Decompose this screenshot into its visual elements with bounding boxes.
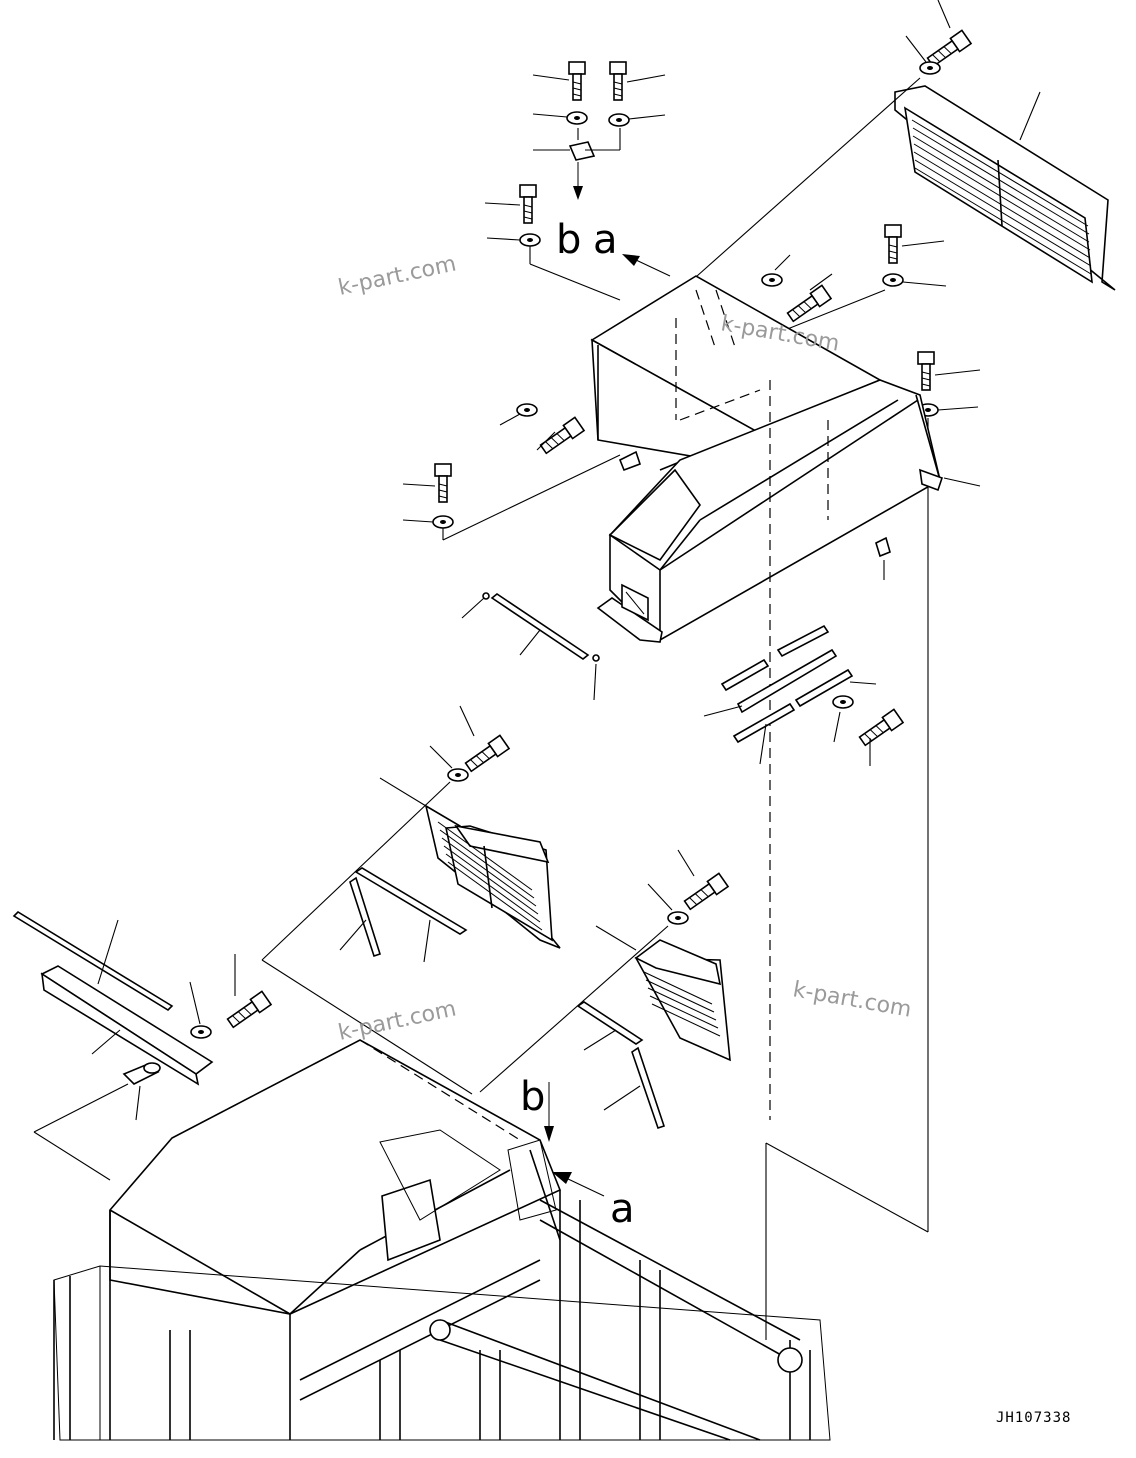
mid-bolt-1 — [785, 273, 833, 325]
lower-right-strips — [576, 1001, 666, 1130]
top-bolt-right — [609, 61, 666, 101]
lower-right-grille — [595, 925, 731, 1062]
seal-strip-long — [461, 592, 600, 701]
left-washer-4 — [189, 981, 212, 1039]
ref-label-a-upper: a — [593, 217, 618, 263]
left-washer-3 — [402, 454, 621, 541]
right-washer-2 — [765, 403, 979, 1340]
middle-washer — [261, 745, 473, 1095]
upper-ref-b-label: b — [556, 217, 581, 263]
strip-bolt — [857, 708, 904, 766]
ref-label-b-lower: b — [520, 1074, 545, 1120]
spacer-collar — [33, 1062, 161, 1181]
left-washer-2 — [499, 403, 538, 426]
lower-ref-b-label: b — [520, 1074, 554, 1142]
angle-bracket-left — [40, 965, 214, 1086]
left-washer-1 — [486, 233, 621, 301]
left-bolt-4 — [225, 954, 272, 1031]
top-bolt-left — [532, 61, 586, 101]
watermark-3: k-part.com — [336, 997, 458, 1046]
rear-grille-upper — [894, 85, 1116, 291]
right-bolt-2 — [917, 351, 981, 391]
strip-washer — [832, 695, 854, 743]
long-seal-left — [12, 910, 174, 1012]
upper-ref-a-label: a — [593, 217, 671, 277]
left-bolt-1 — [484, 184, 537, 224]
top-washer-right — [608, 113, 666, 127]
top-washer-left — [532, 111, 588, 125]
duct-housing — [590, 275, 981, 1120]
grille-upper-bolt — [925, 0, 972, 70]
watermark-4: k-part.com — [791, 977, 913, 1022]
seal-strips-right — [703, 624, 877, 765]
lower-right-washer — [479, 883, 689, 1093]
watermark-1: k-part.com — [336, 252, 458, 301]
mid-washer-1 — [761, 254, 791, 287]
drawing-code: JH107338 — [996, 1410, 1071, 1426]
left-bolt-3 — [402, 463, 452, 503]
top-clip — [533, 128, 621, 200]
middle-bolt — [459, 705, 510, 775]
left-bolt-2 — [536, 416, 585, 457]
cab-frame — [53, 1039, 831, 1441]
ref-label-b-upper: b — [556, 217, 581, 263]
grille-upper-washer — [696, 35, 941, 277]
ref-label-a-lower: a — [610, 1186, 635, 1232]
lower-ref-a-label: a — [552, 1172, 635, 1232]
lower-right-bolt — [677, 849, 729, 913]
right-bolt-1 — [884, 224, 945, 264]
middle-grille — [379, 777, 561, 949]
middle-strips — [339, 867, 468, 963]
